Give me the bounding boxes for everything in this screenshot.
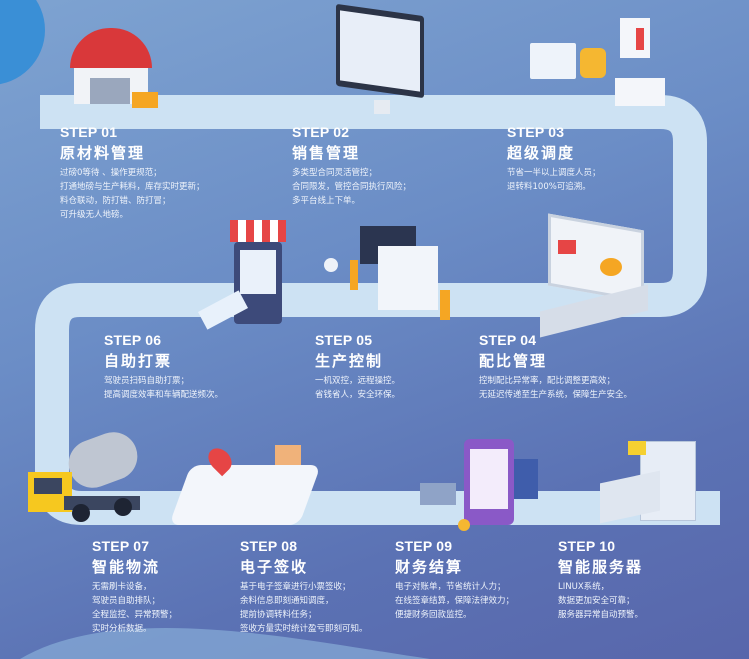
ticket-kiosk-illustration — [197, 220, 295, 330]
desc-line: 一机双控，远程操控。 — [315, 376, 401, 386]
step-title: 销售管理 — [292, 144, 361, 162]
step-title: 配比管理 — [479, 352, 548, 370]
step-05-production: STEP 05 生产控制 一机双控，远程操控。 省钱省人，安全环保。 — [315, 332, 400, 402]
desc-line: 在线签章结算，保障法律效力； — [395, 596, 515, 606]
finance-phone-illustration — [420, 435, 540, 535]
step-02-sales: STEP 02 销售管理 多类型合同灵活管控； 合同限发，管控合同执行风险； 多… — [292, 124, 411, 208]
production-control-illustration — [320, 220, 460, 330]
step-description: 节省一半以上调度人员； 退转料100%可追溯。 — [507, 166, 601, 194]
step-number: STEP 08 — [240, 538, 298, 554]
step-title: 智能服务器 — [558, 558, 644, 576]
step-description: 一机双控，远程操控。 省钱省人，安全环保。 — [315, 374, 400, 402]
step-description: 电子对账单，节省统计人力； 在线签章结算，保障法律效力； 便捷财务回款监控。 — [395, 580, 514, 622]
map-illustration — [169, 443, 321, 535]
step-number: STEP 06 — [104, 332, 162, 348]
desc-line: 可升级无人地磅。 — [60, 210, 129, 220]
step-title: 生产控制 — [315, 352, 384, 370]
desc-line: 节省一半以上调度人员； — [507, 168, 601, 178]
bottom-wave — [20, 628, 430, 659]
desc-line: 料仓联动，防打错、防打冒； — [60, 196, 171, 206]
desc-line: 驾驶员扫码自助打票； — [104, 376, 190, 386]
desc-line: 退转料100%可追溯。 — [507, 182, 591, 192]
step-title: 原材料管理 — [60, 144, 146, 162]
step-number: STEP 07 — [92, 538, 150, 554]
step-01-raw-material: STEP 01 原材料管理 过磅0等待 、操作更规范； 打通地磅与生产耗料，库存… — [60, 124, 205, 222]
step-08-e-sign: STEP 08 电子签收 基于电子签章进行小票签收； 余料信息即刻通知调度， 提… — [240, 538, 368, 636]
desc-line: 基于电子签章进行小票签收； — [240, 582, 351, 592]
desc-line: LINUX系统， — [558, 582, 610, 592]
step-09-finance: STEP 09 财务结算 电子对账单，节省统计人力； 在线签章结算，保障法律效力… — [395, 538, 514, 622]
step-description: 无需刷卡设备， 驾驶员自助排队； 全程监控、异常预警； 实时分析数据。 — [92, 580, 177, 636]
desc-line: 控制配比异常率，配比调整更高效； — [479, 376, 616, 386]
step-10-server: STEP 10 智能服务器 LINUX系统， 数据更加安全可靠； 服务器异常自动… — [558, 538, 643, 622]
desc-line: 提前协调转料任务； — [240, 610, 317, 620]
desc-line: 省钱省人，安全环保。 — [315, 390, 401, 400]
server-illustration — [600, 435, 710, 535]
step-description: LINUX系统， 数据更加安全可靠； 服务器异常自动预警。 — [558, 580, 643, 622]
desc-line: 服务器异常自动预警。 — [558, 610, 644, 620]
laptop-illustration — [540, 213, 650, 338]
step-title: 自助打票 — [104, 352, 173, 370]
desc-line: 实时分析数据。 — [92, 624, 152, 634]
step-title: 财务结算 — [395, 558, 464, 576]
step-title: 电子签收 — [240, 558, 309, 576]
desc-line: 无需刷卡设备， — [92, 582, 152, 592]
corner-decoration — [0, 0, 45, 85]
step-description: 基于电子签章进行小票签收； 余料信息即刻通知调度， 提前协调转料任务； 签收方量… — [240, 580, 368, 636]
step-number: STEP 03 — [507, 124, 565, 140]
step-description: 驾驶员扫码自助打票； 提高调度效率和车辆配送频次。 — [104, 374, 223, 402]
step-number: STEP 01 — [60, 124, 118, 140]
step-number: STEP 05 — [315, 332, 373, 348]
dispatch-illustration — [520, 8, 670, 113]
desc-line: 驾驶员自助排队； — [92, 596, 161, 606]
monitor-illustration — [330, 3, 430, 116]
desc-line: 多类型合同灵活管控； — [292, 168, 378, 178]
desc-line: 余料信息即刻通知调度， — [240, 596, 334, 606]
step-description: 多类型合同灵活管控； 合同限发，管控合同执行风险； 多平台线上下单。 — [292, 166, 411, 208]
desc-line: 打通地磅与生产耗料，库存实时更新； — [60, 182, 205, 192]
step-04-mix-ratio: STEP 04 配比管理 控制配比异常率，配比调整更高效； 无延迟传递至生产系统… — [479, 332, 632, 402]
step-number: STEP 04 — [479, 332, 537, 348]
mixer-truck-illustration — [24, 425, 145, 530]
step-title: 智能物流 — [92, 558, 161, 576]
desc-line: 过磅0等待 、操作更规范； — [60, 168, 162, 178]
desc-line: 合同限发，管控合同执行风险； — [292, 182, 412, 192]
step-07-logistics: STEP 07 智能物流 无需刷卡设备， 驾驶员自助排队； 全程监控、异常预警；… — [92, 538, 177, 636]
step-number: STEP 02 — [292, 124, 350, 140]
desc-line: 多平台线上下单。 — [292, 196, 361, 206]
step-title: 超级调度 — [507, 144, 576, 162]
desc-line: 签收方量实时统计盈亏即刻可知。 — [240, 624, 368, 634]
desc-line: 提高调度效率和车辆配送频次。 — [104, 390, 224, 400]
step-number: STEP 10 — [558, 538, 616, 554]
step-description: 控制配比异常率，配比调整更高效； 无延迟传递至生产系统，保障生产安全。 — [479, 374, 632, 402]
warehouse-illustration — [62, 20, 162, 110]
desc-line: 电子对账单，节省统计人力； — [395, 582, 506, 592]
desc-line: 全程监控、异常预警； — [92, 610, 178, 620]
step-description: 过磅0等待 、操作更规范； 打通地磅与生产耗料，库存实时更新； 料仓联动，防打错… — [60, 166, 205, 222]
desc-line: 无延迟传递至生产系统，保障生产安全。 — [479, 390, 633, 400]
step-03-dispatch: STEP 03 超级调度 节省一半以上调度人员； 退转料100%可追溯。 — [507, 124, 601, 194]
desc-line: 便捷财务回款监控。 — [395, 610, 472, 620]
step-06-self-ticket: STEP 06 自助打票 驾驶员扫码自助打票； 提高调度效率和车辆配送频次。 — [104, 332, 223, 402]
desc-line: 数据更加安全可靠； — [558, 596, 635, 606]
step-number: STEP 09 — [395, 538, 453, 554]
